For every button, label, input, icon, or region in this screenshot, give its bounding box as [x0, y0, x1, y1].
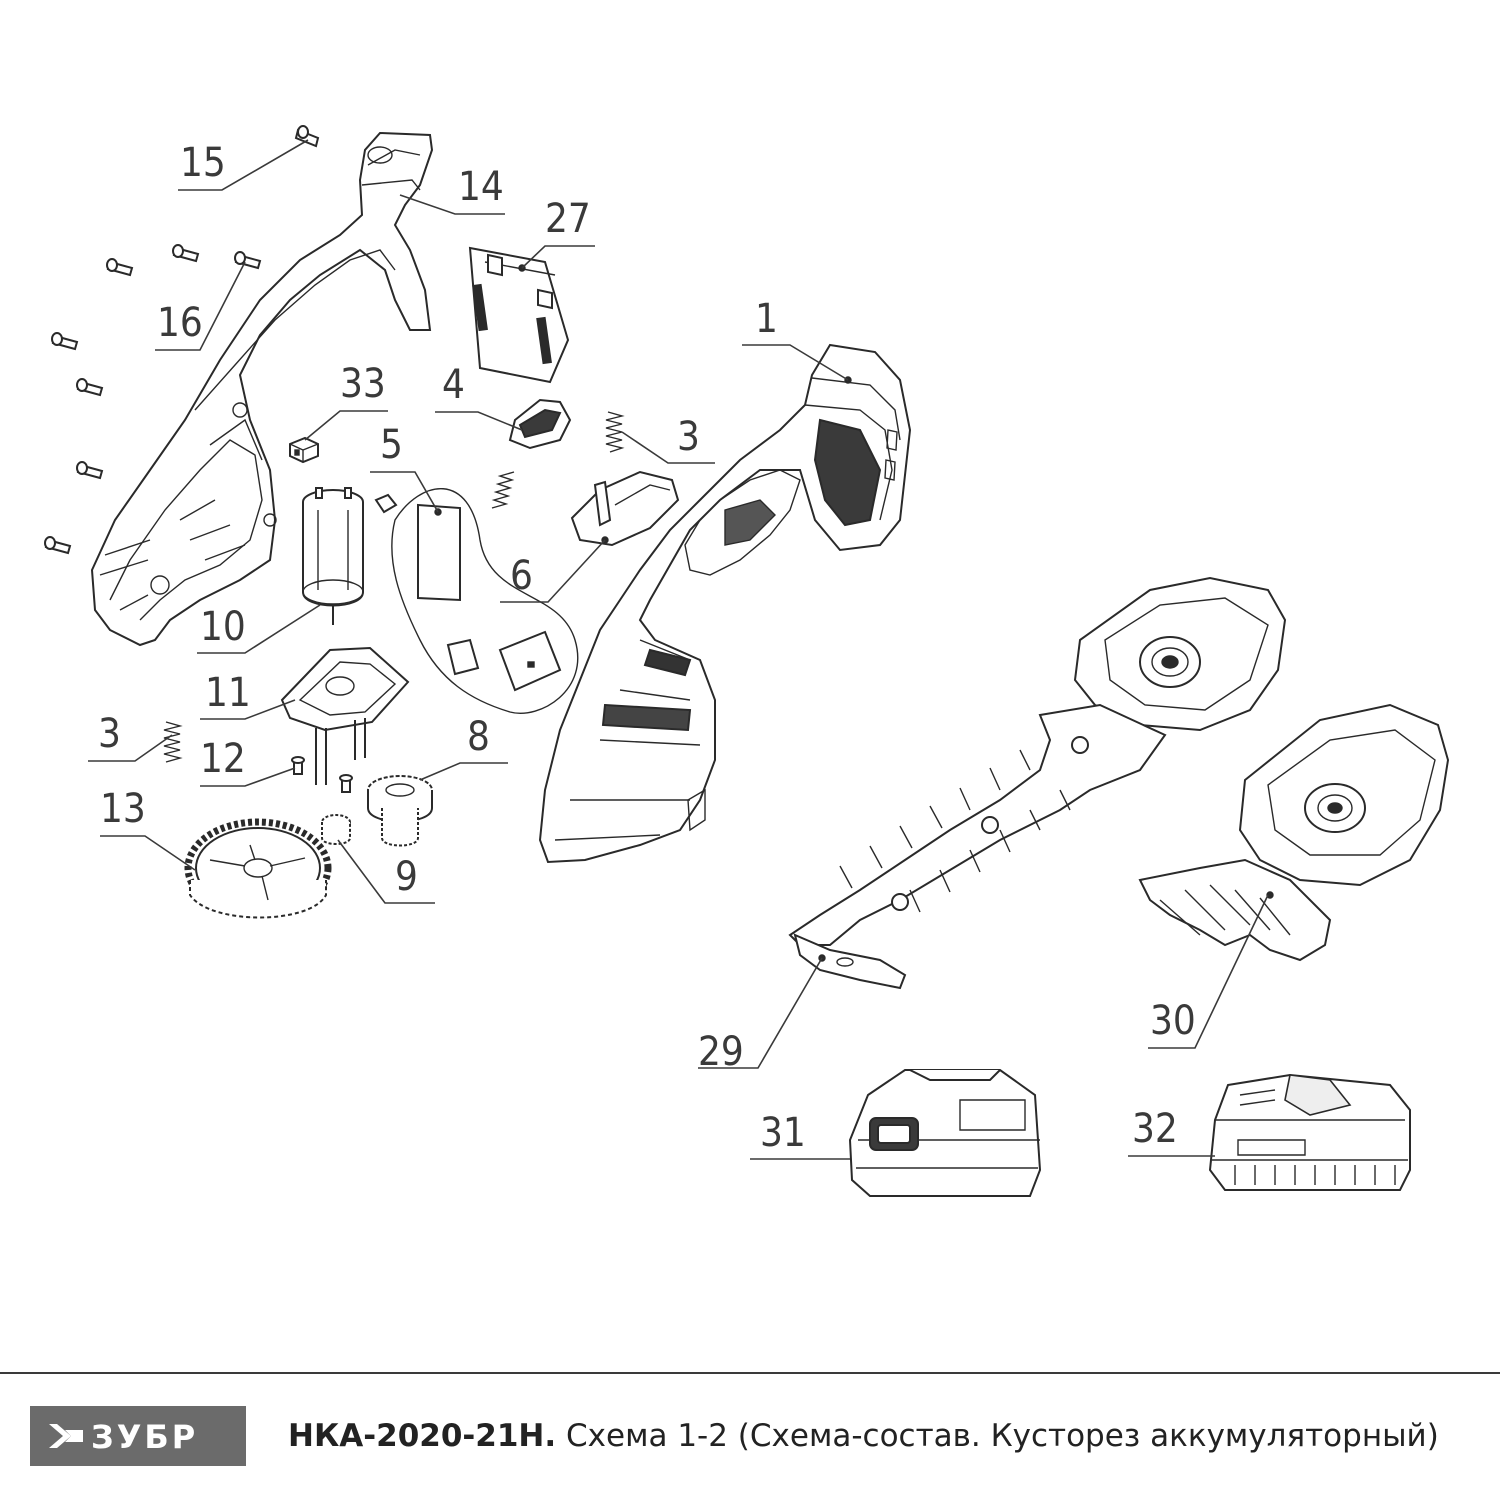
part-3-spring-upper [605, 411, 625, 453]
part-31-battery [848, 1069, 1042, 1197]
zubr-logo-mark: ЗУБР [49, 1418, 198, 1456]
part-30-grass-blade [1138, 703, 1450, 962]
svg-text:11: 11 [205, 670, 251, 716]
part-11-gearbox-plate [280, 646, 410, 785]
svg-text:13: 13 [100, 786, 146, 832]
callout-10: 10 [197, 604, 321, 654]
model-number: НКА-2020-21Н. [288, 1418, 557, 1454]
callout-32: 32 [1128, 1106, 1215, 1157]
svg-text:4: 4 [442, 362, 465, 408]
part-14-housing-half [90, 131, 434, 647]
svg-text:14: 14 [458, 164, 504, 210]
callout-31: 31 [750, 1110, 850, 1160]
svg-text:8: 8 [467, 714, 490, 760]
part-5-switch-kit [374, 488, 579, 714]
svg-text:33: 33 [340, 361, 386, 407]
svg-text:3: 3 [677, 414, 700, 460]
diagram-description: Схема 1-2 (Схема-состав. Кусторез аккуму… [566, 1418, 1439, 1454]
part-1-housing-half [538, 343, 912, 864]
part-3-spring-middle [491, 471, 515, 509]
callout-13: 13 [100, 786, 196, 871]
part-10-motor [302, 487, 364, 625]
svg-text:12: 12 [200, 736, 246, 782]
part-6-switch-carrier [570, 470, 680, 547]
diagram-caption: НКА-2020-21Н. Схема 1-2 (Схема-состав. К… [288, 1418, 1439, 1454]
part-3-spring-lower [163, 721, 183, 763]
part-9-pinion [321, 814, 351, 845]
callout-8: 8 [419, 714, 508, 781]
part-8-gear [367, 775, 433, 847]
svg-text:1: 1 [755, 296, 778, 342]
callout-6: 6 [500, 539, 606, 603]
callout-4: 4 [435, 362, 523, 431]
svg-text:9: 9 [395, 854, 418, 900]
callout-33: 33 [304, 361, 388, 441]
callout-9: 9 [337, 839, 435, 904]
svg-text:3: 3 [98, 711, 121, 757]
part-29-hedge-blade [788, 576, 1287, 990]
callout-30: 30 [1148, 894, 1269, 1049]
callout-5: 5 [370, 422, 439, 513]
svg-text:15: 15 [180, 140, 226, 186]
callout-29: 29 [698, 957, 823, 1075]
svg-text:30: 30 [1150, 998, 1196, 1044]
svg-text:10: 10 [200, 604, 246, 650]
svg-text:6: 6 [510, 553, 533, 599]
callout-11: 11 [200, 670, 296, 720]
callout-27: 27 [521, 196, 595, 269]
svg-text:5: 5 [380, 422, 403, 468]
svg-text:31: 31 [760, 1110, 806, 1156]
svg-text:16: 16 [157, 300, 203, 346]
svg-text:32: 32 [1132, 1106, 1178, 1152]
svg-text:ЗУБР: ЗУБР [91, 1418, 198, 1456]
svg-text:27: 27 [545, 196, 591, 242]
part-15-screw [294, 125, 320, 148]
part-4-switch-button [508, 398, 572, 450]
part-13-large-gear [184, 818, 332, 919]
part-33-connector [289, 436, 319, 464]
part-12-screw [291, 756, 353, 793]
callout-12: 12 [200, 736, 296, 787]
part-27-terminal-plate [468, 246, 570, 384]
callout-14: 14 [399, 164, 505, 215]
callout-16: 16 [155, 261, 246, 351]
part-32-charger [1208, 1073, 1411, 1191]
brand-logo: ЗУБР [30, 1406, 246, 1466]
callout-3-lower: 3 [88, 711, 173, 762]
callout-1: 1 [742, 296, 849, 381]
exploded-parts-diagram: 15 14 27 16 1 33 4 3 5 6 10 11 [44, 125, 1450, 1197]
callout-3-upper: 3 [621, 414, 715, 464]
footer-divider [0, 1372, 1500, 1374]
callout-15: 15 [178, 139, 309, 191]
part-16-screws [44, 244, 262, 555]
